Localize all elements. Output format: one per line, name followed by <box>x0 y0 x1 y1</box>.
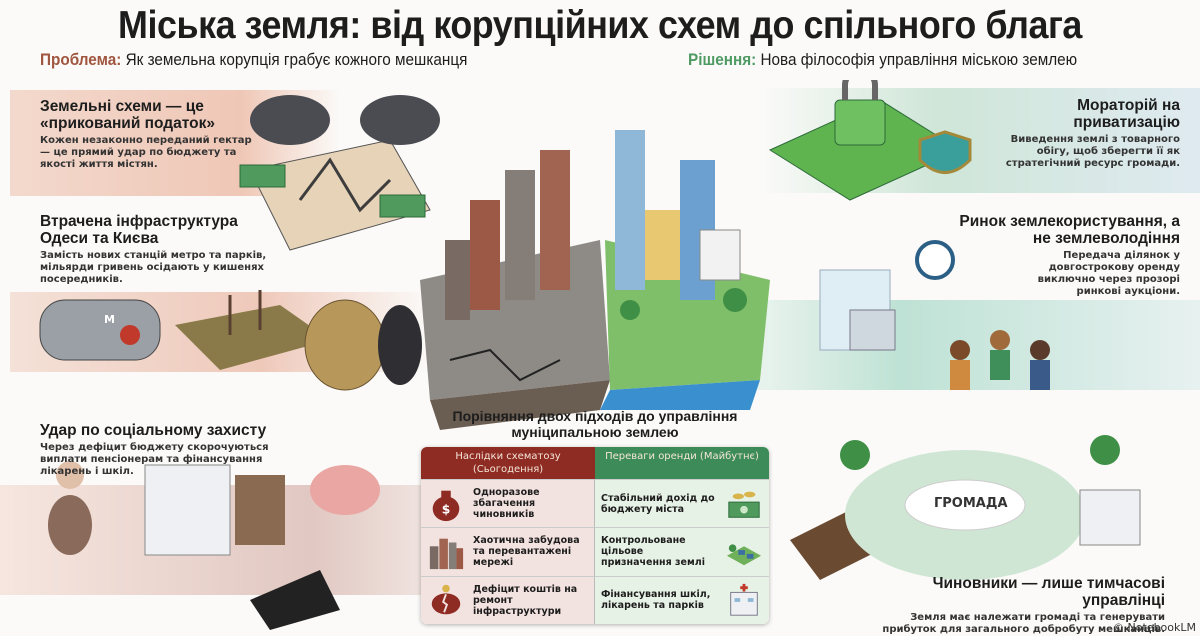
cell-text: Фінансування шкіл, лікарень та парків <box>601 589 711 612</box>
money-bag-icon: $ <box>432 490 460 521</box>
cell-text: Дефіцит коштів на ремонт інфраструктури <box>473 583 578 617</box>
solution-label: Рішення: <box>688 50 757 69</box>
green-city-island <box>600 130 770 410</box>
cell-text: Контрольоване цільове призначення землі <box>601 535 705 569</box>
comparison-table: Наслідки схематозу (Сьогодення) Переваги… <box>421 447 769 624</box>
block-title: Чиновники — лише тимчасові управлінці <box>932 575 1165 609</box>
social-protection-illustration <box>48 461 380 630</box>
community-label: ГРОМАДА <box>934 496 1008 511</box>
block-text: Через дефіцит бюджету скорочуються випла… <box>40 442 269 477</box>
problem-block-2: Втрачена інфраструктура Одеси та Києва З… <box>40 213 280 286</box>
chaotic-buildings-icon <box>429 538 464 570</box>
table-cell-problem: $ Одноразове збагачення чиновників <box>421 479 595 528</box>
block-title: Втрачена інфраструктура Одеси та Києва <box>40 213 238 247</box>
table-cell-benefit: Контрольоване цільове призначення землі <box>595 527 769 576</box>
table-header-benefits: Переваги оренди (Майбутнє) <box>595 447 769 479</box>
watermark: © NotebookLM <box>1113 621 1196 634</box>
metro-label: М <box>104 313 115 326</box>
cell-text: Хаотична забудова та перевантажені мереж… <box>473 535 580 569</box>
metro-and-money-bag-illustration <box>39 290 422 391</box>
lock-shield-illustration <box>768 80 972 201</box>
solution-text: Нова філософія управління міською землею <box>760 50 1078 69</box>
solution-subtitle: Рішення: Нова філософія управління міськ… <box>688 50 1077 70</box>
problem-block-3: Удар по соціальному захисту Через дефіци… <box>40 422 270 478</box>
hospital-icon <box>730 584 758 616</box>
block-text: Замість нових станцій метро та парків, м… <box>40 250 267 285</box>
block-text: Кожен незаконно переданий гектар — це пр… <box>40 135 252 170</box>
table-header-problems: Наслідки схематозу (Сьогодення) <box>421 447 595 479</box>
table-cell-benefit: Стабільний дохід до бюджету міста <box>595 479 769 528</box>
block-title: Мораторій на приватизацію <box>1073 97 1180 131</box>
page-title: Міська земля: від корупційних схем до сп… <box>118 4 1082 47</box>
broken-piggy-bank-icon <box>431 585 461 615</box>
corrupt-hands-map-illustration <box>239 95 440 251</box>
block-title: Земельні схеми — це «прикований податок» <box>40 98 215 132</box>
cell-text: Стабільний дохід до бюджету міста <box>601 492 715 515</box>
problem-text: Як земельна корупція грабує кожного мешк… <box>125 50 468 69</box>
solution-block-1: Мораторій на приватизацію Виведення земл… <box>985 97 1180 170</box>
solution-block-2: Ринок землекористування, а не землеволод… <box>950 213 1180 298</box>
cell-text: Одноразове збагачення чиновників <box>473 487 540 521</box>
cash-coins-icon <box>728 491 760 518</box>
corrupted-city-island <box>420 150 610 430</box>
table-cell-problem: Хаотична забудова та перевантажені мереж… <box>421 527 595 576</box>
block-text: Виведення землі з товарного обігу, щоб з… <box>1005 134 1180 169</box>
table-cell-problem: Дефіцит коштів на ремонт інфраструктури <box>421 575 595 624</box>
solar-plot-icon <box>726 544 762 566</box>
block-text: Передача ділянок у довгострокову оренду … <box>1037 250 1180 297</box>
problem-subtitle: Проблема: Як земельна корупція грабує ко… <box>40 50 467 70</box>
community-illustration <box>790 435 1141 580</box>
infographic-illustrations <box>39 80 1141 630</box>
problem-label: Проблема: <box>40 50 122 69</box>
block-title: Ринок землекористування, а не землеволод… <box>959 213 1180 247</box>
block-title: Удар по соціальному захисту <box>40 422 267 439</box>
comparison-title: Порівняння двох підходів до управління м… <box>452 408 738 440</box>
svg-text:$: $ <box>442 502 451 516</box>
auction-illustration <box>819 240 1050 390</box>
problem-block-1: Земельні схеми — це «прикований податок»… <box>40 98 255 171</box>
table-cell-benefit: Фінансування шкіл, лікарень та парків <box>595 575 769 624</box>
